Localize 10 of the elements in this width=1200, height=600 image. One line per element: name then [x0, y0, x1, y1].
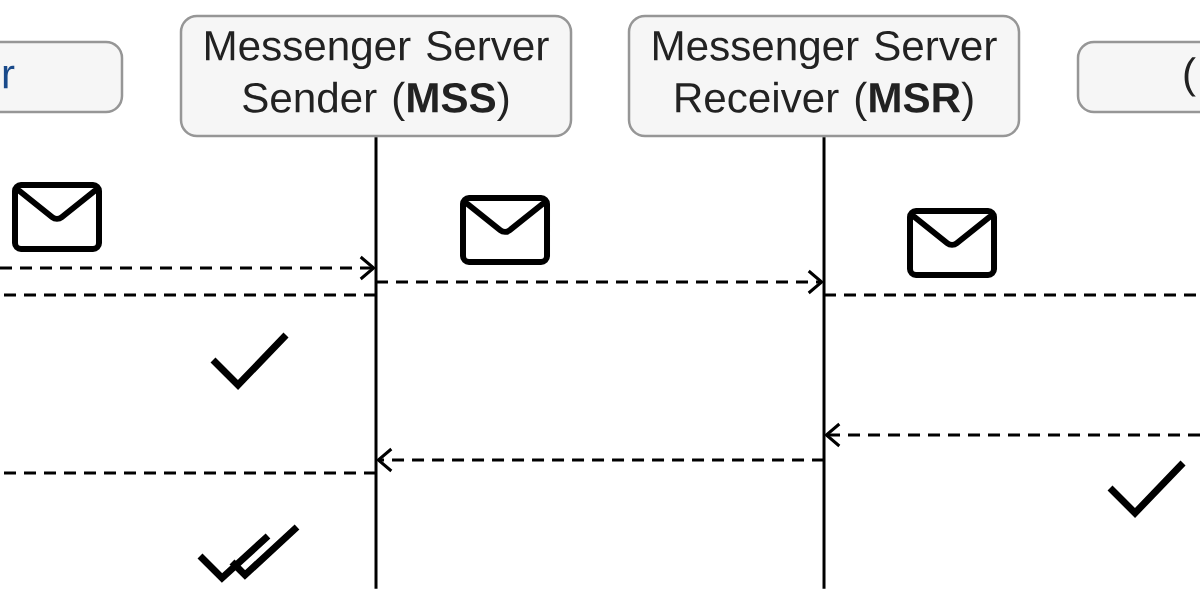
- lifeline: [822, 137, 826, 589]
- dashed-arrow: [824, 422, 1200, 448]
- dashed-arrow: [376, 447, 824, 473]
- dashed-arrow: [376, 269, 824, 295]
- participant-box: (: [1076, 40, 1200, 114]
- server-box: Messenger Server Sender (MSS): [179, 14, 573, 138]
- dashed-arrow: [0, 255, 376, 281]
- participant-box: r: [0, 40, 124, 114]
- lifeline: [374, 137, 378, 589]
- server-box: Messenger Server Receiver (MSR): [627, 14, 1021, 138]
